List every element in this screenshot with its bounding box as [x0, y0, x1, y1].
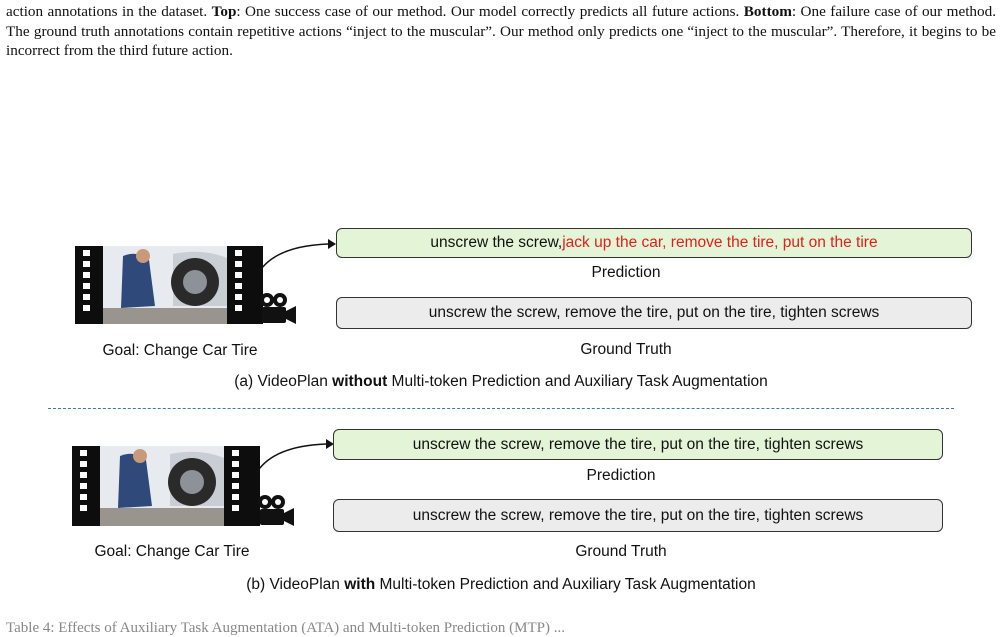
video-camera-icon [258, 495, 294, 526]
subfigure-caption-b: (b) VideoPlan with Multi-token Predictio… [246, 576, 756, 593]
ground-truth-label: Ground Truth [580, 341, 672, 358]
ground-truth-label: Ground Truth [575, 543, 667, 560]
video-frame-film-strip [72, 446, 260, 526]
goal-label: Goal: Change Car Tire [102, 342, 258, 359]
prediction-box: unscrew the screw, jack up the car, remo… [336, 228, 972, 258]
table-caption-cutoff: Table 4: Effects of Auxiliary Task Augme… [6, 620, 565, 636]
prediction-box: unscrew the screw, remove the tire, put … [333, 429, 943, 460]
prediction-error-text: jack up the car, remove the tire, put on… [562, 234, 878, 251]
curved-arrow-icon [256, 439, 334, 473]
subfigure-caption-a: (a) VideoPlan without Multi-token Predic… [234, 373, 768, 390]
curved-arrow-icon [258, 239, 336, 273]
video-frame-film-strip [75, 246, 263, 324]
prediction-label: Prediction [586, 467, 656, 484]
car-tire-photo [103, 246, 227, 324]
car-tire-photo [100, 446, 224, 526]
ground-truth-box: unscrew the screw, remove the tire, put … [336, 297, 972, 329]
section-divider [48, 408, 954, 409]
video-camera-icon [260, 293, 296, 324]
prediction-label: Prediction [591, 264, 661, 281]
figure-caption-text: action annotations in the dataset. Top: … [6, 3, 996, 59]
goal-label: Goal: Change Car Tire [94, 543, 250, 560]
prediction-correct-text: unscrew the screw, [430, 234, 563, 251]
ground-truth-box: unscrew the screw, remove the tire, put … [333, 499, 943, 532]
